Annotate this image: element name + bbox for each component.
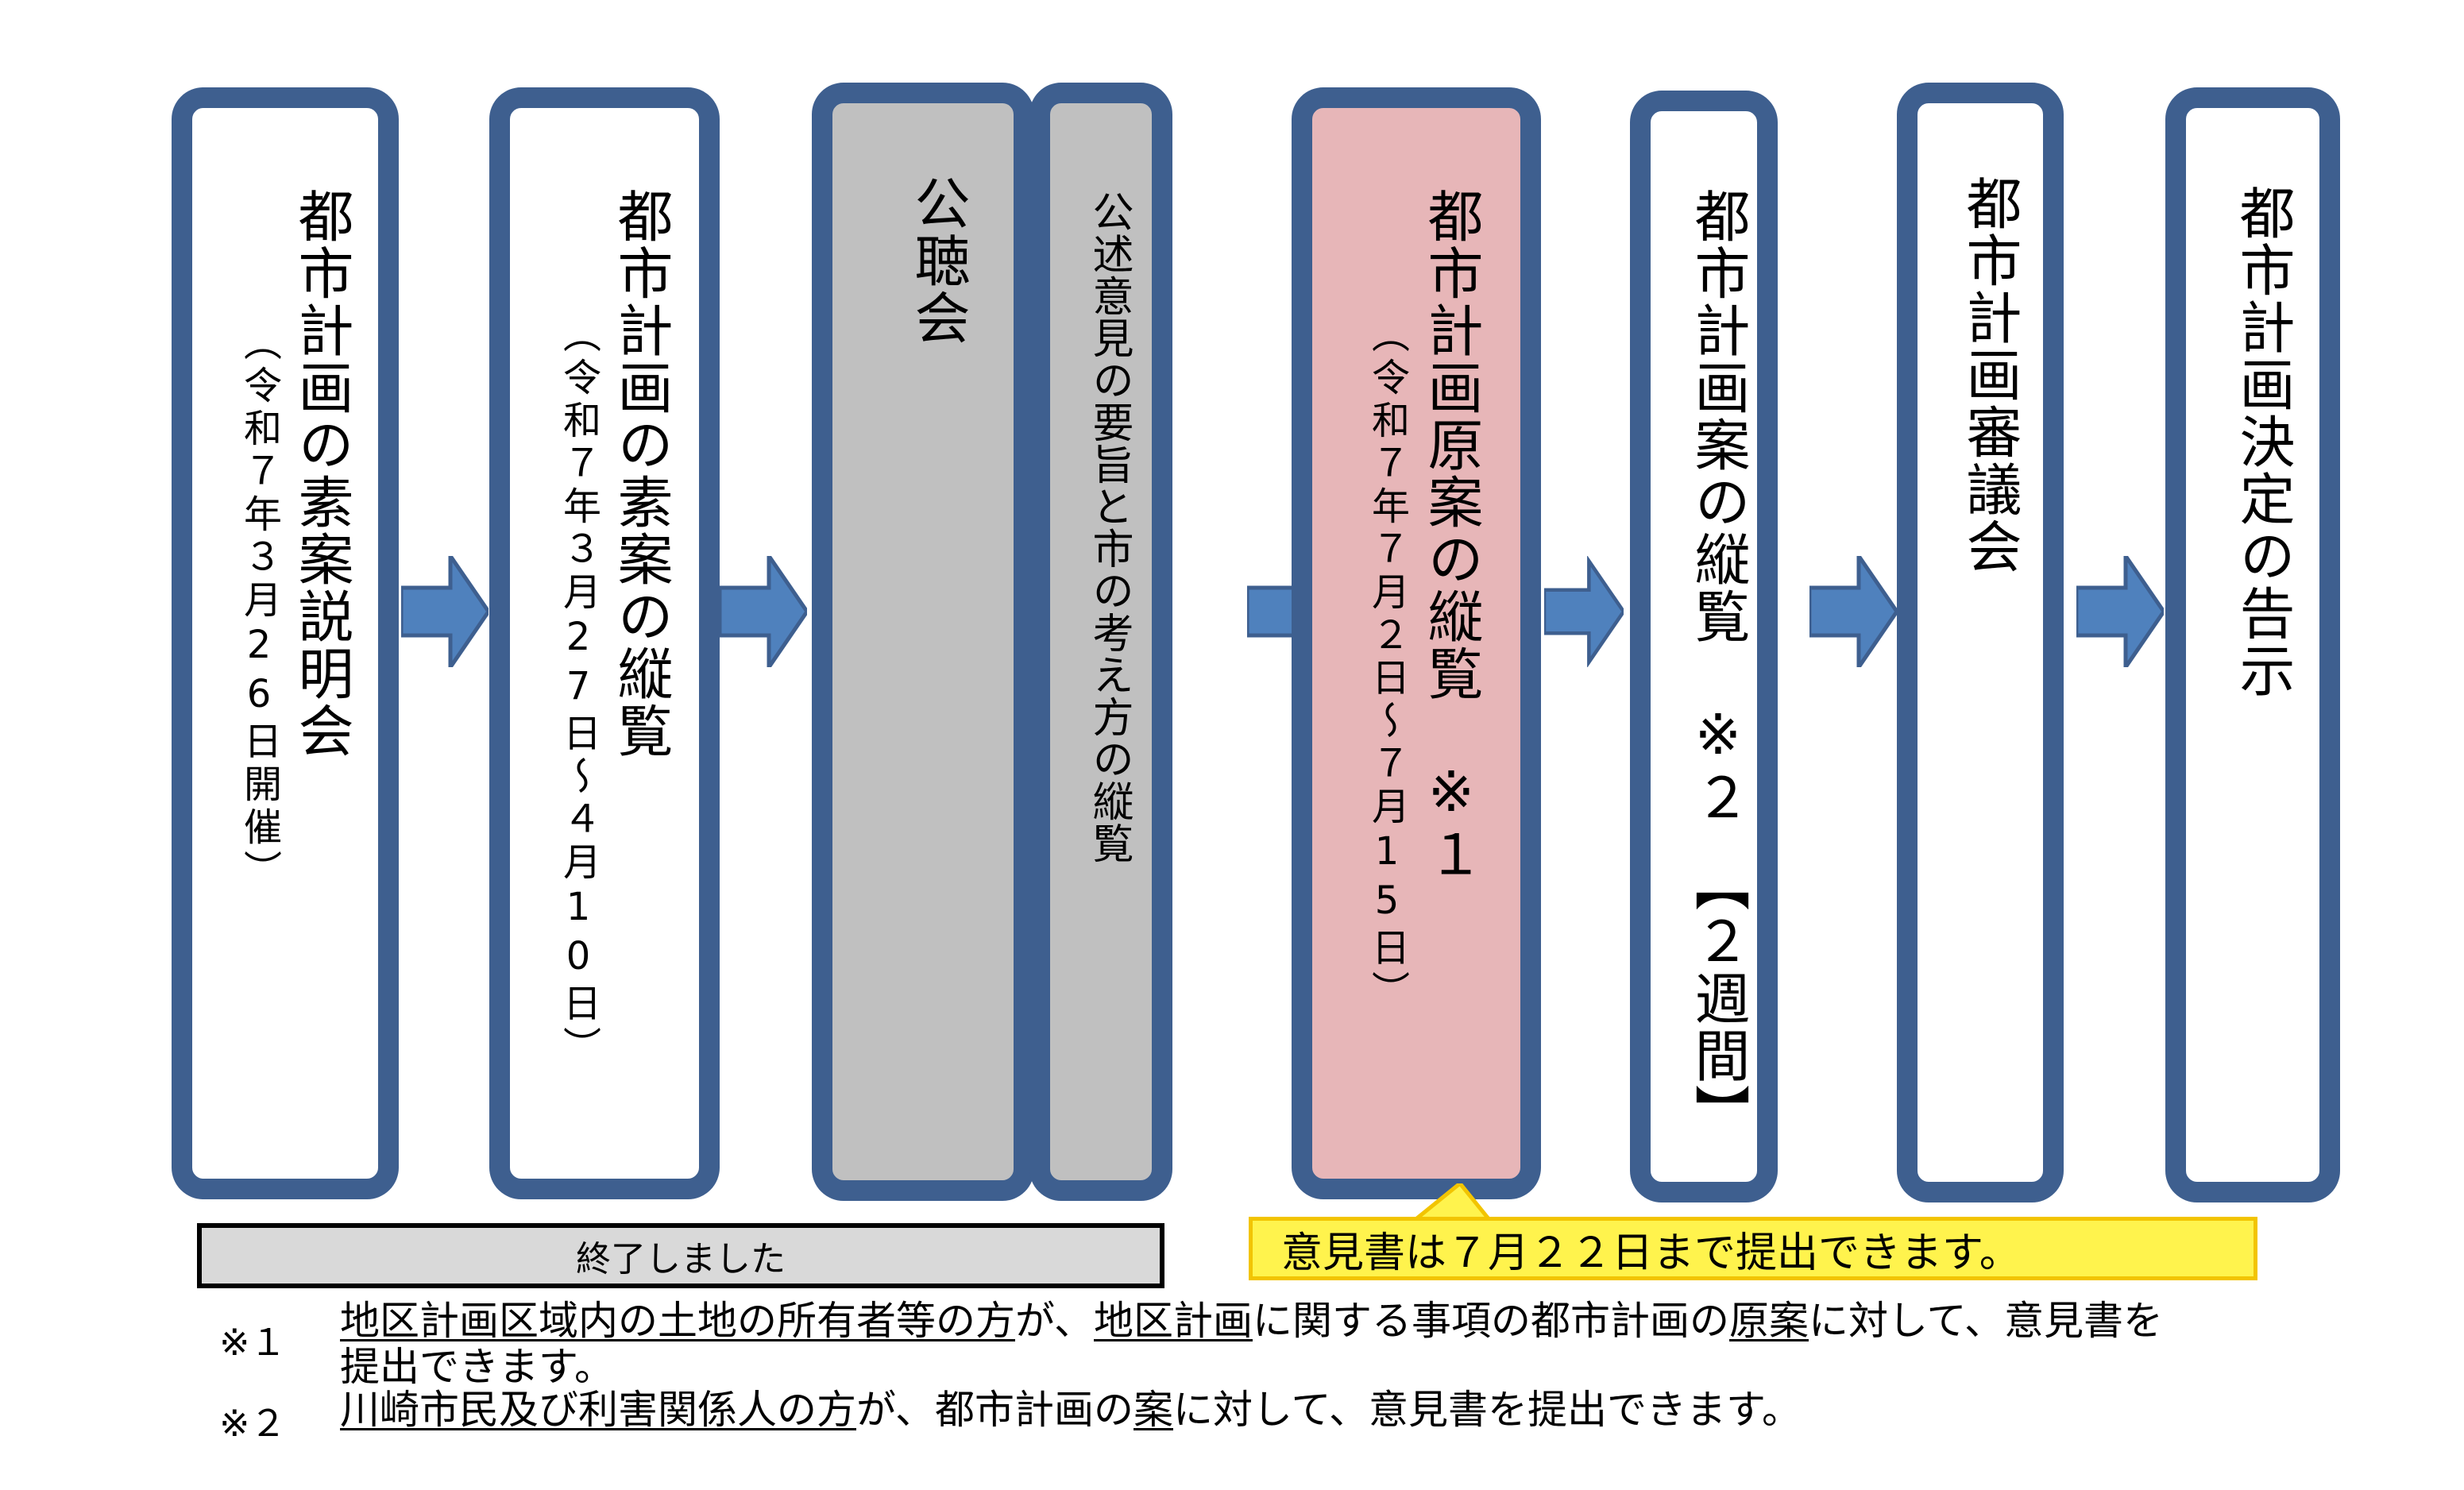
arrow-right-icon (1809, 556, 1897, 667)
step-box-decision-notice: 都市計画決定の告示 (2165, 87, 2340, 1202)
step-title: 都市計画原案の縦覧 ※１ (1419, 187, 1484, 883)
step-title: 公述意見の要旨と市の考え方の縦覧 (1085, 191, 1133, 864)
arrow-right-icon (1544, 556, 1624, 667)
note-mark-1: ※１ (219, 1321, 287, 1364)
arrow-right-icon (2076, 556, 2164, 667)
note-2-part: に対して、意見書を提出できます。 (1173, 1387, 1802, 1433)
note-2: 川崎市民及び利害関係人の方が、都市計画の案に対して、意見書を提出できます。 (340, 1387, 2326, 1433)
step-box-draft-inspection: 都市計画の素案の縦覧 （令和７年３月27日～４月10日） (489, 87, 720, 1199)
note-2-part: 案 (1134, 1387, 1173, 1433)
step-title: 公聴会 (906, 175, 971, 346)
completed-status-bar: 終了しました (197, 1223, 1164, 1288)
note-2-part: 川崎市民及び利害関係人の方 (340, 1387, 856, 1433)
step-box-planning-council: 都市計画審議会 (1897, 83, 2064, 1202)
step-date: （令和７年３月27日～４月10日） (556, 315, 601, 1069)
step-box-briefing: 都市計画の素案説明会 （令和７年３月26日開催） (172, 87, 399, 1199)
note-1-part: 地区計画 (1094, 1298, 1253, 1344)
step-title: 都市計画案の縦覧 ※２ 【２週間】 (1686, 187, 1751, 1141)
note-1-part: に対して、意見書を (1809, 1298, 2163, 1344)
step-title: 都市計画決定の告示 (2230, 184, 2296, 699)
arrow-right-icon (720, 556, 807, 667)
note-mark-2: ※２ (219, 1402, 287, 1445)
step-date: （令和７年７月２日～７月15日） (1365, 315, 1409, 1013)
step-title: 都市計画の素案説明会 (289, 187, 354, 759)
note-1-part: 地区計画区域内の土地の所有者等の方 (340, 1298, 1015, 1344)
note-1-part: 原案 (1729, 1298, 1809, 1344)
step-box-public-hearing: 公聴会 (812, 83, 1034, 1201)
step-date: （令和７年３月26日開催） (237, 322, 281, 893)
arrow-right-icon (401, 556, 489, 667)
step-box-plan-inspection: 都市計画案の縦覧 ※２ 【２週間】 (1630, 91, 1778, 1202)
note-1-part: が、 (1015, 1298, 1094, 1344)
step-box-opinion-summary-inspection: 公述意見の要旨と市の考え方の縦覧 (1029, 83, 1172, 1201)
note-2-part: が、都市計画の (856, 1387, 1134, 1433)
step-title: 都市計画の素案の縦覧 (608, 187, 674, 759)
step-box-original-plan-inspection: 都市計画原案の縦覧 ※１ （令和７年７月２日～７月15日） (1292, 87, 1541, 1199)
note-1-line2: 提出できます。 (340, 1344, 614, 1390)
note-1: 地区計画区域内の土地の所有者等の方が、地区計画に関する事項の都市計画の原案に対し… (340, 1298, 2326, 1390)
note-1-part: に関する事項の都市計画の (1253, 1298, 1729, 1344)
step-title: 都市計画審議会 (1957, 175, 2022, 575)
deadline-callout: 意見書は７月２２日まで提出できます。 (1249, 1217, 2257, 1280)
